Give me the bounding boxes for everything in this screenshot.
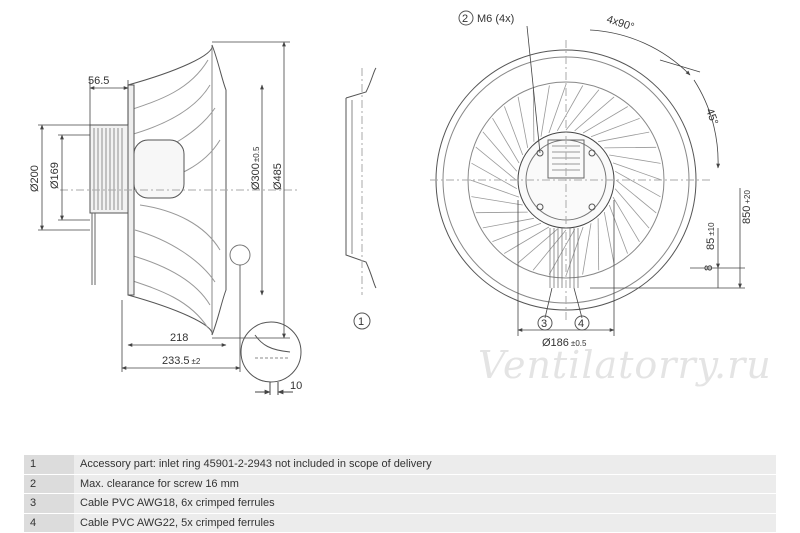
- dim-d169: Ø169: [49, 162, 61, 189]
- impeller-blade: [615, 170, 661, 198]
- dim-85: 85±10: [705, 222, 717, 250]
- impeller-blade: [612, 196, 640, 243]
- table-row: 3 Cable PVC AWG18, 6x crimped ferrules: [24, 493, 776, 514]
- impeller-blade: [469, 179, 520, 198]
- note-number: 4: [24, 513, 74, 533]
- dim-218: 218: [170, 332, 188, 344]
- note-text: Max. clearance for screw 16 mm: [74, 474, 776, 494]
- table-row: 4 Cable PVC AWG22, 5x crimped ferrules: [24, 513, 776, 533]
- impeller-blade: [565, 89, 600, 131]
- callout-2: 2: [462, 13, 468, 25]
- impeller-blade: [615, 179, 657, 214]
- callout-labels: 2 1 3 4: [358, 10, 590, 331]
- dim-d485: Ø485: [272, 163, 284, 190]
- impeller-blade: [574, 96, 615, 132]
- dim-d200: Ø200: [29, 165, 41, 192]
- note-text: Cable PVC AWG22, 5x crimped ferrules: [74, 513, 776, 533]
- note-number: 3: [24, 493, 74, 514]
- note-text: Accessory part: inlet ring 45901-2-2943 …: [74, 455, 776, 475]
- side-view: [60, 44, 300, 336]
- note-number: 1: [24, 455, 74, 475]
- technical-drawing: 56.5 Ø200 Ø169 Ø300±0.5 Ø485 218 233.5±2…: [29, 10, 753, 395]
- impeller-blade: [548, 83, 567, 134]
- front-view: [430, 40, 710, 320]
- impeller-blade: [492, 222, 542, 242]
- dim-850: 850+20: [741, 190, 753, 224]
- dimension-labels: 56.5 Ø200 Ø169 Ø300±0.5 Ø485 218 233.5±2…: [29, 13, 753, 392]
- impeller-blade: [597, 218, 600, 271]
- impeller-blade: [482, 131, 518, 172]
- impeller-blade: [503, 226, 550, 254]
- note-number: 2: [24, 474, 74, 494]
- impeller-blade: [603, 212, 615, 264]
- impeller-blade: [482, 217, 534, 229]
- impeller-blade: [565, 226, 584, 277]
- dim-10: 10: [290, 380, 302, 392]
- impeller-blade: [532, 229, 567, 271]
- table-row: 1 Accessory part: inlet ring 45901-2-294…: [24, 455, 776, 475]
- dim-4x90: 4x90°: [605, 13, 636, 33]
- dim-8: 8: [703, 265, 715, 271]
- impeller-blade: [582, 106, 629, 134]
- table-row: 2 Max. clearance for screw 16 mm: [24, 474, 776, 494]
- dim-56-5: 56.5: [88, 75, 109, 87]
- callout-3: 3: [541, 318, 547, 330]
- impeller-blade: [609, 154, 661, 164]
- notes-table: 1 Accessory part: inlet ring 45901-2-294…: [24, 455, 776, 533]
- impeller-blade: [517, 228, 558, 264]
- dim-45: 45°: [703, 107, 720, 127]
- dim-m6: M6 (4x): [477, 13, 514, 25]
- impeller-blade: [614, 188, 650, 229]
- dim-d186: Ø186±0.5: [542, 337, 587, 349]
- impeller-blade: [475, 146, 517, 181]
- impeller-blade: [492, 117, 520, 164]
- impeller-blade: [582, 223, 592, 275]
- callout-4: 4: [578, 318, 584, 330]
- impeller-blade: [608, 204, 628, 254]
- inlet-ring-section: [345, 67, 377, 330]
- impeller-blade: [532, 89, 535, 142]
- impeller-blade: [604, 146, 657, 149]
- callout-1: 1: [358, 316, 364, 328]
- impeller-blade: [598, 131, 650, 143]
- impeller-blade: [471, 196, 523, 206]
- impeller-blade: [517, 96, 529, 148]
- impeller-blade: [471, 162, 517, 190]
- front-view-dimensions: [517, 25, 745, 336]
- note-text: Cable PVC AWG18, 6x crimped ferrules: [74, 493, 776, 514]
- impeller-blade: [590, 118, 640, 138]
- impeller-blade: [612, 162, 663, 181]
- dim-d300: Ø300±0.5: [250, 146, 262, 190]
- side-view-dimensions: [38, 41, 290, 372]
- impeller-blade: [475, 211, 528, 214]
- impeller-blade: [556, 85, 584, 131]
- dim-233-5: 233.5±2: [162, 355, 201, 367]
- watermark: Ventilatorry.ru: [478, 343, 772, 387]
- impeller-blade: [540, 85, 550, 137]
- impeller-blade: [504, 106, 524, 156]
- detail-view-inlet: [240, 321, 302, 395]
